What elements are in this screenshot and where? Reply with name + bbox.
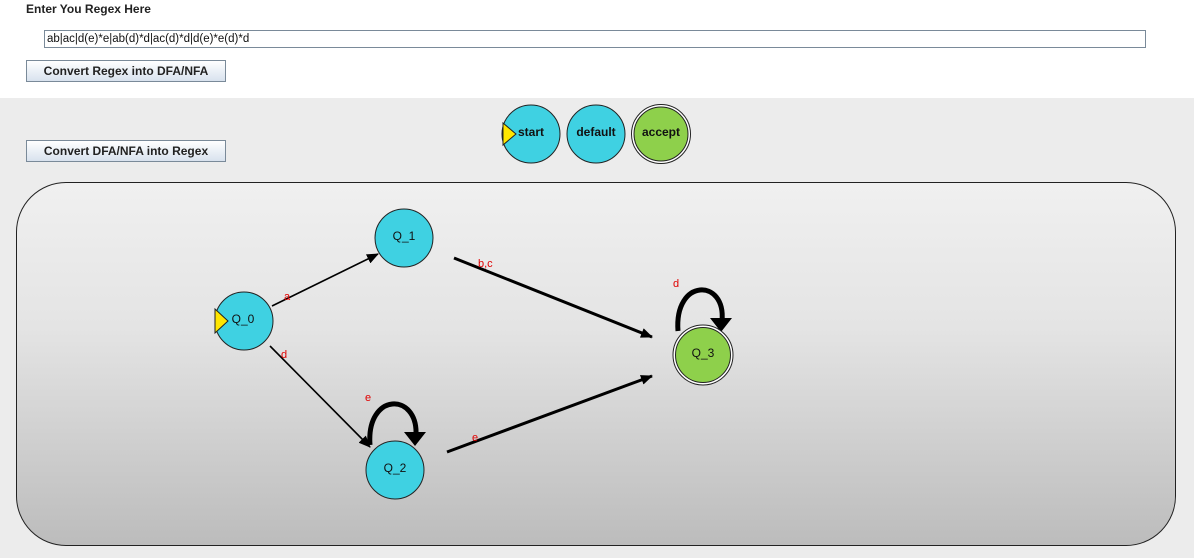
automaton-canvas[interactable]: [16, 182, 1176, 546]
palette-default-state[interactable]: default: [566, 104, 626, 164]
palette-start-label: start: [518, 125, 544, 139]
start-marker-icon: [214, 307, 229, 335]
state-q0[interactable]: Q_0: [214, 291, 274, 351]
state-q3[interactable]: Q_3: [672, 324, 734, 386]
palette-accept-label: accept: [642, 125, 680, 139]
convert-dfa-to-regex-button[interactable]: Convert DFA/NFA into Regex: [26, 140, 226, 162]
state-palette: start default accept: [501, 104, 691, 164]
state-q1[interactable]: Q_1: [374, 208, 434, 268]
palette-accept-state[interactable]: accept: [631, 104, 691, 164]
palette-start-state[interactable]: start: [501, 104, 561, 164]
state-q3-label: Q_3: [692, 346, 715, 360]
start-marker-icon: [502, 121, 517, 147]
state-q1-label: Q_1: [393, 229, 416, 243]
regex-input-panel: Enter You Regex Here Convert Regex into …: [0, 0, 1194, 98]
palette-default-label: default: [576, 125, 615, 139]
state-q0-label: Q_0: [232, 312, 255, 326]
regex-prompt-label: Enter You Regex Here: [26, 2, 151, 16]
state-q2[interactable]: Q_2: [365, 440, 425, 500]
regex-input[interactable]: [44, 30, 1146, 48]
convert-regex-to-dfa-button[interactable]: Convert Regex into DFA/NFA: [26, 60, 226, 82]
state-q2-label: Q_2: [384, 461, 407, 475]
